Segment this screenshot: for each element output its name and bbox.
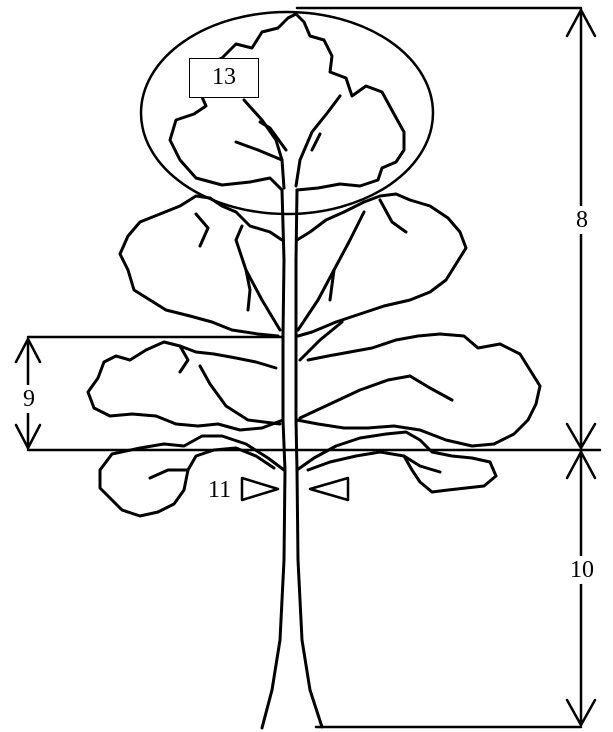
label-9: 9 bbox=[22, 385, 36, 413]
terminal-leaflet-circle bbox=[141, 12, 433, 214]
dimension-lines bbox=[16, 8, 600, 727]
lower-left-leaflet bbox=[100, 436, 284, 516]
label-10: 10 bbox=[569, 556, 595, 584]
middle-right-leaflet bbox=[297, 322, 540, 446]
petiole-width-markers bbox=[242, 478, 348, 500]
upper-right-leaflet bbox=[297, 194, 466, 336]
label-8: 8 bbox=[575, 206, 589, 234]
label-13: 13 bbox=[212, 64, 236, 90]
label-11: 11 bbox=[206, 478, 233, 502]
marker-right-icon bbox=[310, 478, 348, 500]
upper-left-leaflet bbox=[120, 196, 282, 336]
marker-left-icon bbox=[242, 478, 278, 500]
middle-left-leaflet bbox=[88, 342, 283, 430]
label-13-box: 13 bbox=[189, 58, 259, 98]
terminal-leaflet bbox=[170, 14, 404, 190]
